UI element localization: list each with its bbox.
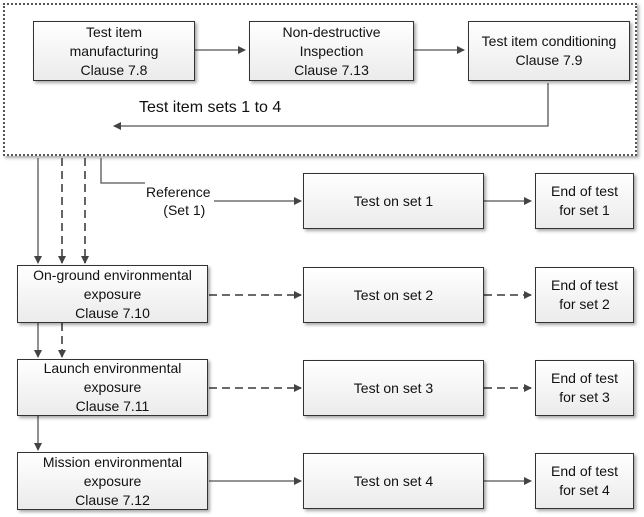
test-set-3-box: Test on set 3	[303, 360, 484, 416]
manufacturing-box: Test item manufacturing Clause 7.8	[33, 21, 195, 81]
test-set-3-label: Test on set 3	[353, 379, 434, 396]
onground-exposure-box: On-ground environmental exposure Clause …	[17, 265, 208, 323]
arrow-reference-to-test-1	[100, 158, 145, 184]
inspection-clause: Clause 7.13	[294, 61, 369, 78]
end-set-4-box: End of test for set 4	[535, 453, 634, 509]
end-set-3-line2: for set 3	[559, 389, 610, 405]
test-set-2-label: Test on set 2	[353, 286, 434, 303]
end-set-1-line1: End of test	[551, 183, 618, 199]
reference-label: Reference (Set 1)	[146, 183, 211, 219]
end-set-2-box: End of test for set 2	[535, 267, 634, 323]
end-set-1-line2: for set 1	[559, 202, 610, 218]
inspection-box: Non-destructive Inspection Clause 7.13	[249, 21, 414, 81]
mission-line1: Mission environmental	[42, 453, 183, 470]
conditioning-clause: Clause 7.9	[515, 52, 583, 68]
mission-line2: exposure	[83, 472, 142, 489]
end-set-1-box: End of test for set 1	[535, 173, 634, 229]
manufacturing-line2: manufacturing	[69, 42, 159, 59]
onground-line1: On-ground environmental	[33, 266, 192, 283]
conditioning-line1: Test item conditioning	[481, 33, 617, 49]
launch-line2: exposure	[83, 379, 142, 395]
end-set-3-line1: End of test	[551, 370, 618, 386]
test-set-4-box: Test on set 4	[303, 453, 484, 509]
mission-exposure-box: Mission environmental exposure Clause 7.…	[17, 452, 208, 510]
test-set-2-box: Test on set 2	[303, 267, 484, 323]
inspection-line2: Inspection	[299, 42, 364, 59]
end-set-4-line2: for set 4	[559, 482, 610, 498]
reference-line2: (Set 1)	[163, 202, 206, 218]
end-set-3-box: End of test for set 3	[535, 360, 634, 416]
launch-line1: Launch environmental	[43, 360, 182, 376]
manufacturing-line1: Test item	[85, 23, 142, 40]
onground-clause: Clause 7.10	[75, 304, 150, 321]
reference-line1: Reference	[146, 184, 211, 200]
end-set-2-line2: for set 2	[559, 296, 610, 312]
test-set-4-label: Test on set 4	[353, 472, 434, 489]
launch-exposure-box: Launch environmental exposure Clause 7.1…	[17, 359, 208, 416]
onground-line2: exposure	[83, 285, 142, 302]
end-set-2-line1: End of test	[551, 277, 618, 293]
arrow-conditioning-to-sets	[113, 83, 549, 130]
mission-clause: Clause 7.12	[75, 491, 150, 508]
sets-label: Test item sets 1 to 4	[139, 99, 282, 116]
inspection-line1: Non-destructive	[282, 23, 381, 40]
test-item-sets-group	[3, 3, 637, 156]
test-set-1-box: Test on set 1	[303, 173, 484, 229]
conditioning-box: Test item conditioning Clause 7.9	[468, 21, 630, 81]
launch-clause: Clause 7.11	[75, 398, 150, 414]
test-set-1-label: Test on set 1	[353, 192, 434, 209]
manufacturing-clause: Clause 7.8	[80, 61, 148, 78]
end-set-4-line1: End of test	[551, 463, 618, 479]
